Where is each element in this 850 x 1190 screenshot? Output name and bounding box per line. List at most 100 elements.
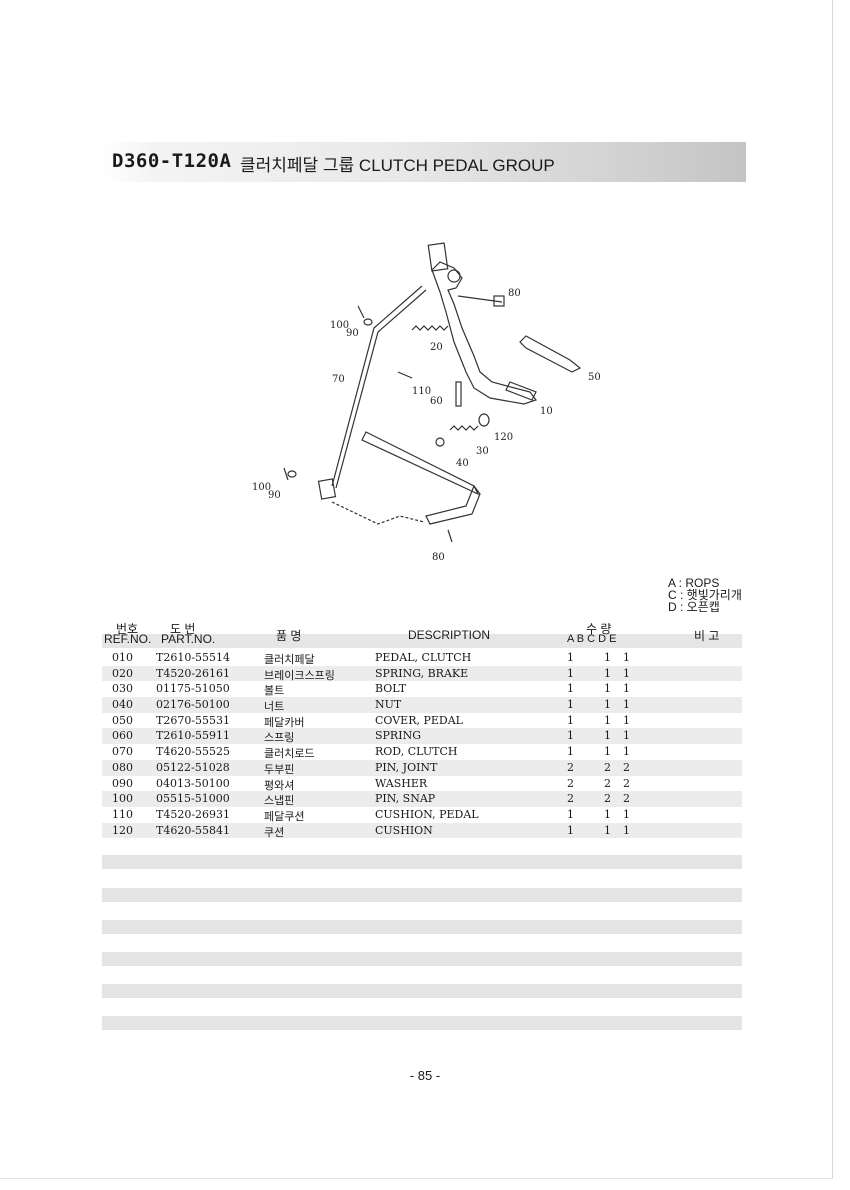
empty-band bbox=[102, 888, 742, 902]
ref-no-cell: 080 bbox=[112, 760, 133, 774]
korean-name-cell: 스프링 bbox=[264, 731, 295, 745]
col-description: DESCRIPTION bbox=[408, 628, 491, 642]
qty-a-cell: 1 bbox=[567, 745, 574, 759]
qty-d-cell: 2 bbox=[623, 792, 630, 806]
qty-a-cell: 1 bbox=[567, 666, 574, 680]
description-cell: PIN, SNAP bbox=[375, 792, 436, 806]
header-band bbox=[102, 142, 746, 182]
callout-label: 40 bbox=[456, 458, 469, 469]
description-cell: COVER, PEDAL bbox=[375, 713, 463, 727]
description-cell: SPRING bbox=[375, 729, 421, 743]
legend-d: D : 오픈캡 bbox=[668, 600, 720, 614]
qty-c-cell: 1 bbox=[604, 823, 611, 837]
ref-no-cell: 060 bbox=[112, 729, 133, 743]
qty-a-cell: 1 bbox=[567, 807, 574, 821]
qty-a-cell: 1 bbox=[567, 698, 574, 712]
part-no-cell: T2610-55911 bbox=[156, 729, 231, 743]
empty-band bbox=[102, 1016, 742, 1030]
korean-name-cell: 클러치로드 bbox=[264, 747, 315, 761]
qty-a-cell: 1 bbox=[567, 651, 574, 664]
qty-d-cell: 1 bbox=[623, 666, 630, 680]
col-remarks-kr: 비 고 bbox=[694, 629, 720, 643]
qty-c-cell: 2 bbox=[604, 776, 611, 790]
korean-name-cell: 볼트 bbox=[264, 684, 285, 698]
col-part-kr: 도 번 bbox=[170, 622, 196, 636]
description-cell: PEDAL, CLUTCH bbox=[375, 651, 472, 664]
qty-c-cell: 1 bbox=[604, 682, 611, 696]
qty-d-cell: 1 bbox=[623, 729, 630, 743]
part-no-cell: T2670-55531 bbox=[156, 713, 231, 727]
table-header-band bbox=[102, 634, 742, 648]
part-no-cell: 05515-51000 bbox=[156, 792, 230, 806]
description-cell: PIN, JOINT bbox=[375, 760, 438, 774]
description-cell: BOLT bbox=[375, 682, 407, 696]
description-cell: CUSHION bbox=[375, 823, 433, 837]
qty-a-cell: 1 bbox=[567, 823, 574, 837]
part-no-cell: 05122-51028 bbox=[156, 760, 230, 774]
callout-label: 10 bbox=[540, 406, 553, 417]
col-part-en: PART.NO. bbox=[161, 632, 216, 646]
ref-no-cell: 050 bbox=[112, 713, 133, 727]
qty-d-cell: 1 bbox=[623, 807, 630, 821]
callout-label: 60 bbox=[430, 396, 443, 407]
group-title: 클러치페달 그룹 CLUTCH PEDAL GROUP bbox=[240, 156, 555, 175]
qty-a-cell: 1 bbox=[567, 682, 574, 696]
col-qty-kr: 수 량 bbox=[586, 622, 612, 636]
group-code: D360-T120A bbox=[112, 150, 232, 172]
callout-label: 80 bbox=[432, 552, 445, 563]
qty-d-cell: 1 bbox=[623, 745, 630, 759]
callout-label: 90 bbox=[268, 490, 281, 501]
description-cell: WASHER bbox=[375, 776, 428, 790]
korean-name-cell: 페달쿠션 bbox=[264, 809, 305, 823]
part-no-cell: T4620-55525 bbox=[156, 745, 231, 759]
part-no-cell: T2610-55514 bbox=[156, 651, 231, 664]
part-no-cell: 02176-50100 bbox=[156, 698, 230, 712]
page-number: - 85 - bbox=[409, 1068, 441, 1083]
col-ref-en: REF.NO. bbox=[104, 632, 152, 646]
qty-c-cell: 1 bbox=[604, 807, 611, 821]
callout-label: 80 bbox=[508, 288, 521, 299]
korean-name-cell: 페달카버 bbox=[264, 715, 305, 729]
description-cell: ROD, CLUTCH bbox=[375, 745, 458, 759]
col-name-kr: 품 명 bbox=[276, 629, 302, 643]
qty-d-cell: 2 bbox=[623, 760, 630, 774]
callout-label: 100 bbox=[252, 482, 271, 493]
korean-name-cell: 스냅핀 bbox=[264, 794, 295, 808]
qty-a-cell: 1 bbox=[567, 729, 574, 743]
qty-a-cell: 2 bbox=[567, 760, 574, 774]
empty-band bbox=[102, 920, 742, 934]
callout-label: 120 bbox=[494, 432, 513, 443]
callout-label: 20 bbox=[430, 342, 443, 353]
empty-band bbox=[102, 855, 742, 869]
legend-c: C : 햇빛가리개 bbox=[668, 588, 742, 602]
qty-c-cell: 2 bbox=[604, 760, 611, 774]
qty-c-cell: 1 bbox=[604, 698, 611, 712]
qty-a-cell: 1 bbox=[567, 713, 574, 727]
korean-name-cell: 두부핀 bbox=[264, 762, 295, 776]
col-qty-letters: A B C D E bbox=[567, 633, 617, 645]
korean-name-cell: 쿠션 bbox=[264, 825, 285, 839]
qty-c-cell: 1 bbox=[604, 729, 611, 743]
qty-d-cell: 1 bbox=[623, 651, 630, 664]
part-no-cell: 01175-51050 bbox=[156, 682, 230, 696]
description-cell: CUSHION, PEDAL bbox=[375, 807, 479, 821]
ref-no-cell: 040 bbox=[112, 698, 133, 712]
part-no-cell: T4620-55841 bbox=[156, 823, 231, 837]
callout-label: 70 bbox=[332, 374, 345, 385]
qty-d-cell: 2 bbox=[623, 776, 630, 790]
callout-label: 100 bbox=[330, 320, 349, 331]
callout-label: 90 bbox=[346, 328, 359, 339]
qty-d-cell: 1 bbox=[623, 698, 630, 712]
qty-c-cell: 1 bbox=[604, 745, 611, 759]
